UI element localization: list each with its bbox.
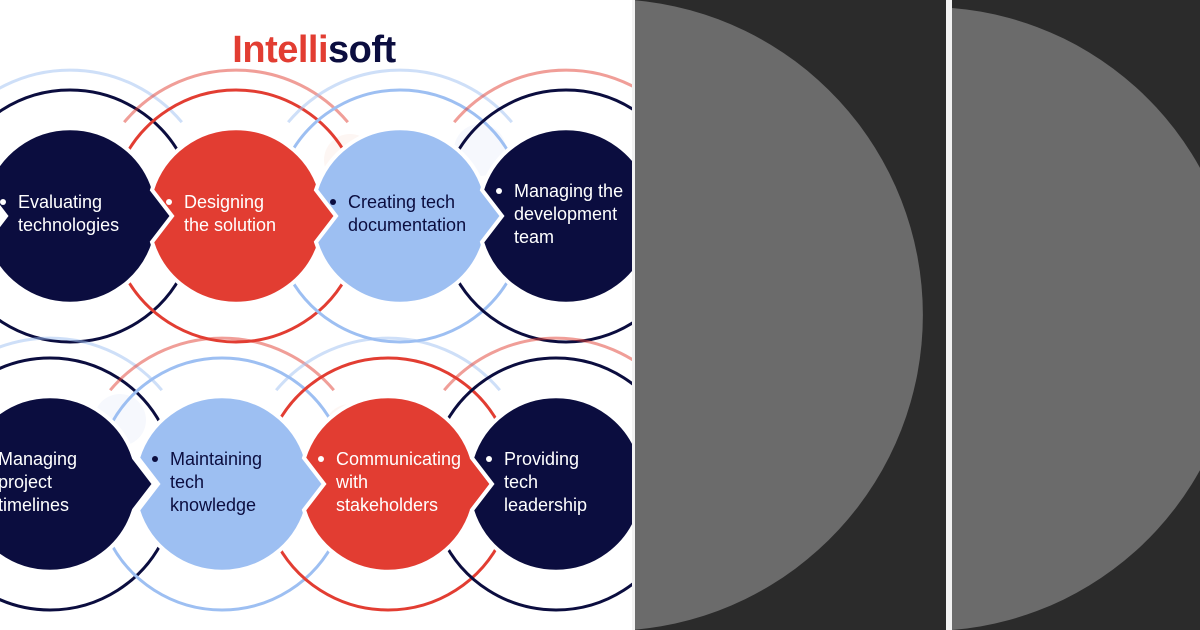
ring-arc-outer [123, 68, 349, 124]
label-line: Creating tech [348, 192, 456, 212]
label-line: technologies [18, 215, 120, 235]
bullet-dot [0, 199, 6, 205]
label-line: leadership [504, 494, 588, 515]
label-line: team [514, 226, 555, 247]
ring-arc-outer [0, 68, 183, 124]
ring-arc-outer [109, 336, 335, 392]
panel-edge [632, 0, 635, 630]
infographic-panel: Intellisoft Evaluating technologies Design… [0, 0, 632, 630]
label-line: Managing [0, 448, 78, 469]
image-placeholder-area [632, 0, 1200, 630]
ring-arc-top [120, 88, 352, 164]
placeholder-shapes [632, 0, 1200, 630]
process-diagram [0, 68, 632, 612]
ring-arc-bottom [106, 536, 338, 612]
row1-step-3-label: Creating tech documentation [330, 191, 467, 237]
label-line: stakeholders [336, 494, 439, 515]
ring-arc-top [450, 88, 632, 164]
label-line: development [514, 203, 618, 224]
ring-arc-outer [287, 68, 513, 124]
row2-connecting-rings [0, 336, 632, 612]
panel-divider [946, 0, 952, 630]
ring-arc-bottom [284, 268, 516, 344]
intellisoft-logo: Intellisoft [0, 28, 630, 72]
ring-arc-top [272, 356, 504, 432]
bullet-dot [318, 455, 324, 462]
ring-arc-bottom [450, 268, 632, 344]
row1-connecting-rings [0, 68, 632, 344]
label-line: project [0, 471, 53, 492]
label-line: with [336, 471, 369, 492]
ring-arc-bottom [0, 268, 186, 344]
bullet-dot [330, 199, 336, 205]
ring-arc-top [106, 356, 338, 432]
ring-arc-bottom [120, 268, 352, 344]
label-line: timelines [0, 494, 70, 515]
bullet-dot [166, 199, 172, 205]
ring-arc-outer [453, 68, 632, 124]
placeholder-half-disc-1 [632, 0, 923, 630]
row1-step-4-shape [479, 126, 632, 306]
ring-arc-bottom [272, 536, 504, 612]
ring-arc-top [440, 356, 632, 432]
label-line: Maintaining [170, 448, 263, 469]
label-line: tech [504, 471, 539, 492]
label-line: Evaluating [18, 192, 103, 212]
label-line: knowledge [170, 494, 257, 515]
logo-text-intelli: Intelli [232, 29, 329, 71]
bullet-dot [496, 187, 502, 194]
ring-arc-outer [275, 336, 501, 392]
ring-arc-bottom [440, 536, 632, 612]
label-line: tech [170, 471, 205, 492]
label-line: Designing [184, 192, 265, 212]
ring-arc-top [284, 88, 516, 164]
bullet-dot [152, 455, 158, 462]
label-line: Providing [504, 448, 580, 469]
logo-text-soft: soft [328, 29, 396, 71]
label-line: Managing the [514, 180, 624, 201]
row1-step-1-label: Evaluating technologies [0, 191, 120, 237]
label-line: documentation [348, 215, 467, 235]
ring-arc-bottom [0, 536, 166, 612]
label-line: Communicating [336, 448, 462, 469]
ring-arc-outer [443, 336, 632, 392]
row1-step-2-label: Designing the solution [166, 191, 277, 237]
ring-arc-top [0, 88, 186, 164]
row2-step-1-shape [0, 394, 157, 574]
bullet-dot [486, 455, 492, 462]
ring-arc-top [0, 356, 166, 432]
row2-step-4-shape [469, 394, 632, 574]
placeholder-half-disc-2 [952, 8, 1200, 630]
label-line: the solution [184, 215, 277, 235]
